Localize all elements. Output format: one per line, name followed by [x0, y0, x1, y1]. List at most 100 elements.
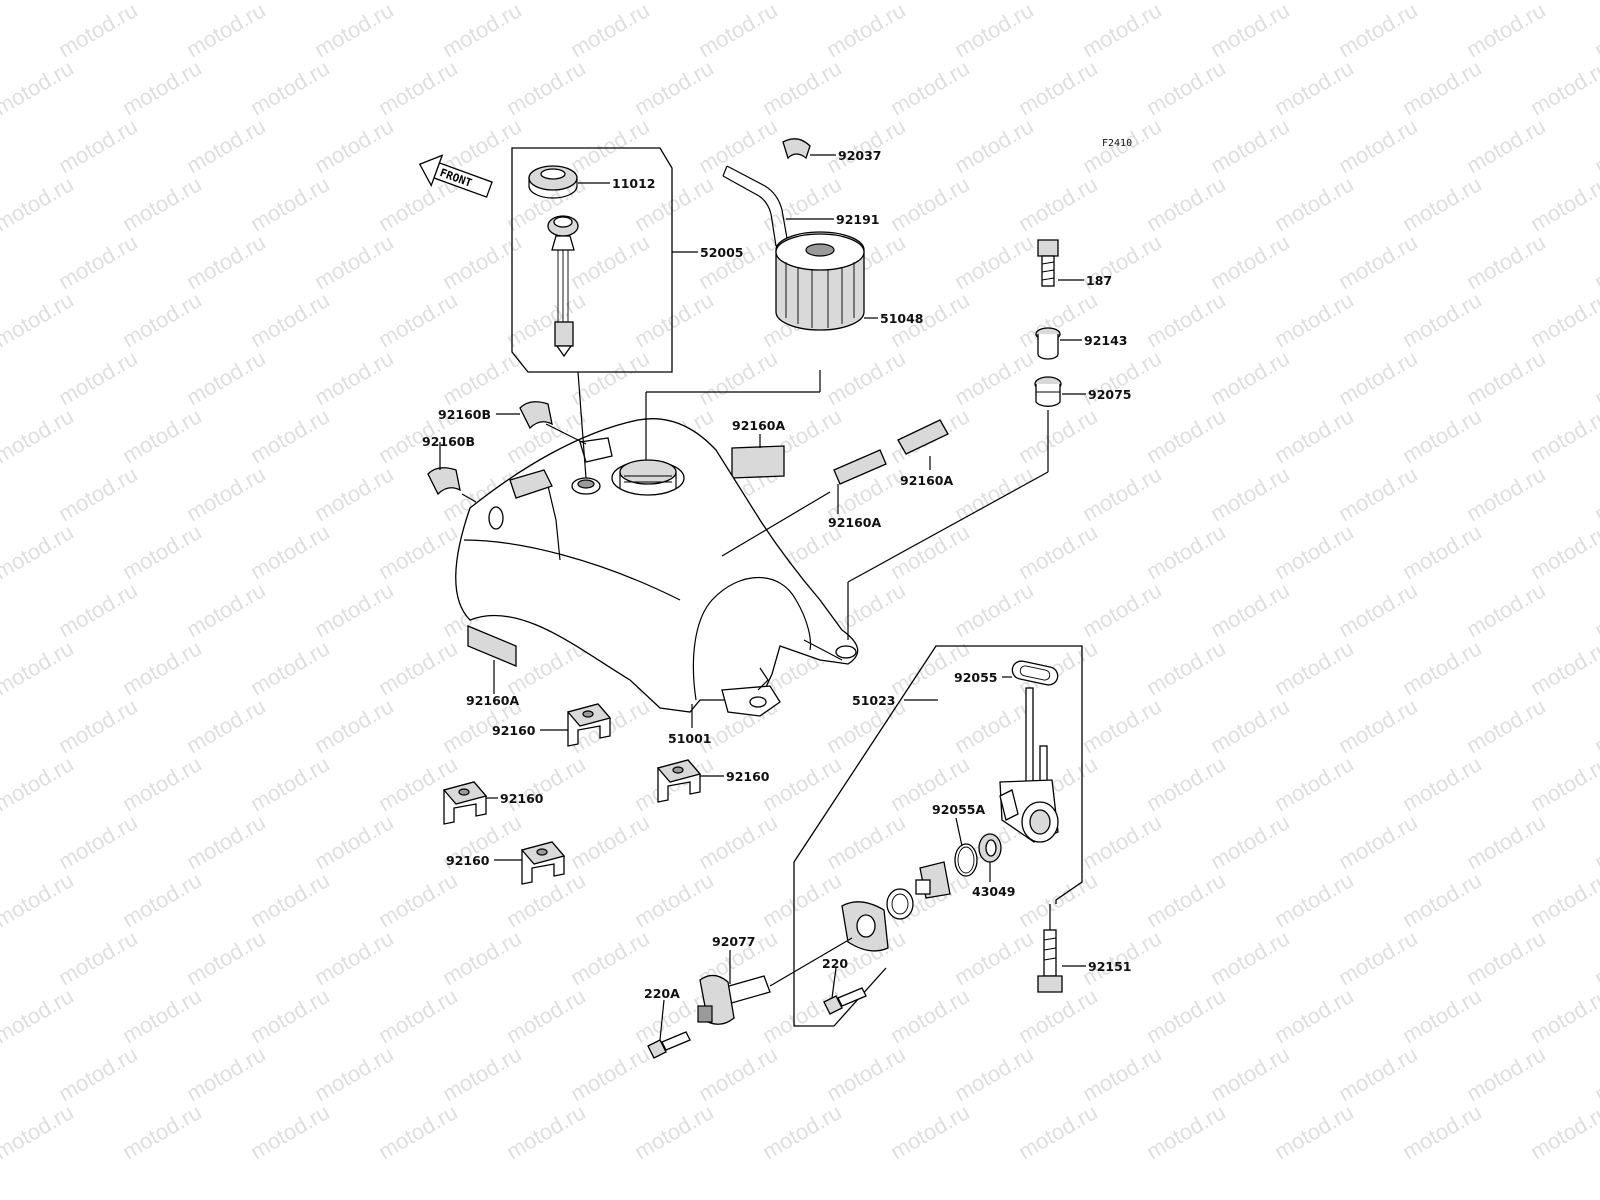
watermark-text: motod.ru — [1334, 925, 1422, 990]
watermark-text: motod.ru — [886, 519, 974, 584]
figure-code: F2410 — [1102, 138, 1132, 149]
watermark-text: motod.ru — [1590, 925, 1600, 990]
watermark-text: motod.ru — [1270, 867, 1358, 932]
watermark-text: motod.ru — [950, 229, 1038, 294]
watermark-text: motod.ru — [54, 809, 142, 874]
watermark-text: motod.ru — [1270, 519, 1358, 584]
watermark-text: motod.ru — [822, 809, 910, 874]
watermark-text: motod.ru — [1270, 55, 1358, 120]
watermark-text: motod.ru — [1270, 171, 1358, 236]
watermark-text: motod.ru — [0, 751, 78, 816]
watermark-text: motod.ru — [694, 229, 782, 294]
watermark-text: motod.ru — [758, 867, 846, 932]
watermark-text: motod.ru — [1590, 461, 1600, 526]
watermark-text: motod.ru — [566, 0, 654, 62]
watermark-text: motod.ru — [1398, 519, 1486, 584]
label-187: 187 — [1086, 273, 1112, 288]
watermark-text: motod.ru — [886, 171, 974, 236]
label-92151: 92151 — [1088, 959, 1132, 974]
watermark-text: motod.ru — [1142, 519, 1230, 584]
watermark-text: motod.ru — [1398, 403, 1486, 468]
watermark-text: motod.ru — [1142, 983, 1230, 1048]
watermark-text: motod.ru — [54, 461, 142, 526]
watermark-text: motod.ru — [246, 983, 334, 1048]
watermark-text: motod.ru — [1078, 461, 1166, 526]
watermark-text: motod.ru — [310, 809, 398, 874]
watermark-text: motod.ru — [758, 55, 846, 120]
watermark-text: motod.ru — [310, 229, 398, 294]
watermark-text: motod.ru — [1334, 229, 1422, 294]
damper-92160b-lower — [427, 467, 461, 496]
pad-92160a-right — [897, 419, 949, 455]
watermark-text: motod.ru — [1270, 1099, 1358, 1164]
watermark-text: motod.ru — [1014, 867, 1102, 932]
watermark-text: motod.ru — [1398, 287, 1486, 352]
label-92055a: 92055A — [932, 802, 985, 817]
watermark-text: motod.ru — [1462, 577, 1550, 642]
watermark-text: motod.ru — [950, 113, 1038, 178]
watermark-text: motod.ru — [950, 925, 1038, 990]
hose-clamp — [782, 138, 811, 160]
pad-92160a-middle — [833, 449, 887, 485]
watermark-text: motod.ru — [246, 635, 334, 700]
watermark-text: motod.ru — [1334, 1041, 1422, 1106]
label-92160b-lower: 92160B — [422, 434, 475, 449]
watermark-text: motod.ru — [182, 809, 270, 874]
watermark-text: motod.ru — [310, 0, 398, 62]
watermark-text: motod.ru — [694, 345, 782, 410]
watermark-text: motod.ru — [630, 1099, 718, 1164]
watermark-text: motod.ru — [182, 461, 270, 526]
watermark-text: motod.ru — [118, 1099, 206, 1164]
watermark-text: motod.ru — [182, 925, 270, 990]
watermark-text: motod.ru — [0, 403, 78, 468]
watermark-text: motod.ru — [886, 635, 974, 700]
label-92160a-right: 92160A — [900, 473, 953, 488]
watermark-text: motod.ru — [1590, 229, 1600, 294]
o-ring-92055a — [954, 843, 978, 877]
watermark-text: motod.ru — [1398, 171, 1486, 236]
watermark-text: motod.ru — [118, 867, 206, 932]
watermark-text: motod.ru — [886, 55, 974, 120]
watermark-text: motod.ru — [0, 287, 78, 352]
valve-seal — [886, 888, 914, 920]
watermark-text: motod.ru — [54, 693, 142, 758]
label-92160-b: 92160 — [726, 769, 770, 784]
watermark-text: motod.ru — [758, 751, 846, 816]
watermark-text: motod.ru — [1398, 635, 1486, 700]
watermark-text: motod.ru — [1590, 809, 1600, 874]
watermark-text: motod.ru — [1078, 809, 1166, 874]
label-51048: 51048 — [880, 311, 924, 326]
watermark-text: motod.ru — [1526, 751, 1600, 816]
watermark-text: motod.ru — [1334, 461, 1422, 526]
watermark-text: motod.ru — [438, 1041, 526, 1106]
gasket-92055 — [1011, 660, 1059, 686]
label-92160a-left: 92160A — [466, 693, 519, 708]
valve-stem — [915, 861, 951, 899]
fuel-tank — [455, 418, 859, 717]
watermark-text: motod.ru — [1142, 635, 1230, 700]
label-43049: 43049 — [972, 884, 1016, 899]
label-11012: 11012 — [612, 176, 656, 191]
watermark-text: motod.ru — [374, 287, 462, 352]
label-92075: 92075 — [1088, 387, 1132, 402]
label-92077: 92077 — [712, 934, 756, 949]
watermark-text: motod.ru — [1462, 345, 1550, 410]
watermark-text: motod.ru — [1206, 577, 1294, 642]
watermark-text: motod.ru — [54, 1041, 142, 1106]
watermark-text: motod.ru — [1206, 113, 1294, 178]
watermark-text: motod.ru — [1142, 867, 1230, 932]
watermark-text: motod.ru — [758, 1099, 846, 1164]
watermark-text: motod.ru — [0, 171, 78, 236]
watermark-text: motod.ru — [1590, 1041, 1600, 1106]
watermark-text: motod.ru — [310, 113, 398, 178]
watermark-text: motod.ru — [0, 867, 78, 932]
watermark-text: motod.ru — [374, 867, 462, 932]
pad-92160a-center — [731, 445, 785, 479]
watermark-text: motod.ru — [1270, 287, 1358, 352]
watermark-text: motod.ru — [1206, 461, 1294, 526]
watermark-text: motod.ru — [182, 113, 270, 178]
watermark-text: motod.ru — [1398, 983, 1486, 1048]
watermark-text: motod.ru — [1014, 403, 1102, 468]
watermark-text: motod.ru — [502, 867, 590, 932]
watermark-text: motod.ru — [630, 867, 718, 932]
